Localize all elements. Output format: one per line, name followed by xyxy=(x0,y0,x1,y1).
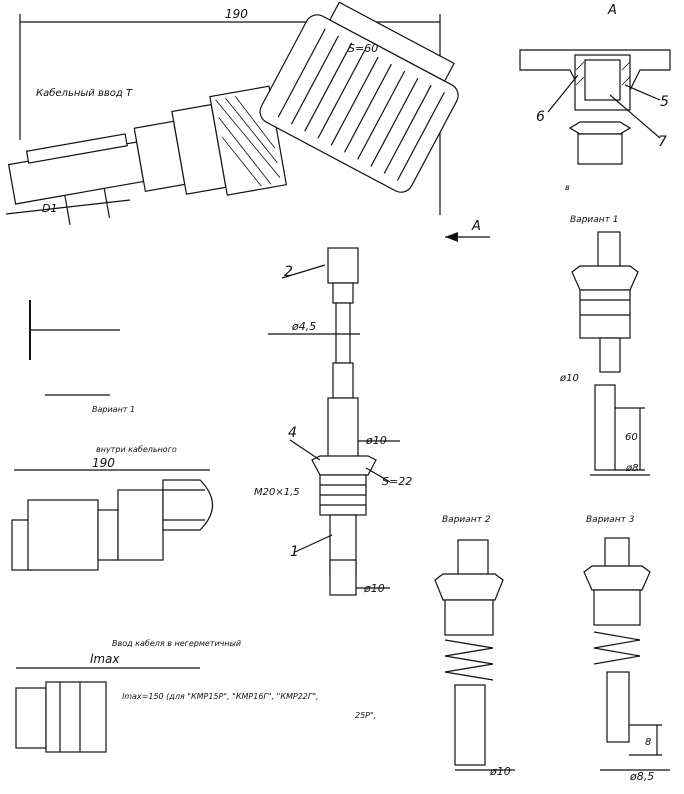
bottom-line1: lmax=150 (для "КМР15Р", "КМР16Г", "КМР22… xyxy=(122,692,319,701)
probe-thin-rod xyxy=(335,302,351,364)
dim-45: ø4,5 xyxy=(291,320,316,333)
callout-4-leader xyxy=(289,439,321,461)
probe-tip xyxy=(329,559,357,596)
bottom-left: Ввод кабеля в негерметичный lmax lmax=15… xyxy=(15,639,376,753)
bl-gland xyxy=(45,681,107,753)
view-a-label: А xyxy=(607,3,617,18)
view-arrow-label: А xyxy=(471,219,481,234)
v2-hex xyxy=(434,573,504,601)
view-a-nut xyxy=(568,121,632,135)
wrench-s60: S=60 xyxy=(348,42,378,55)
v3-dia: ø8,5 xyxy=(629,770,654,783)
left-mid-fragment: Вариант 1 внутри кабельного 190 xyxy=(14,300,210,471)
bottom-line2: 25Р", xyxy=(355,711,376,720)
view-arrow-head xyxy=(445,232,458,242)
v1-probe xyxy=(594,384,616,471)
wrench-s22: S=22 xyxy=(382,475,412,488)
la-gland xyxy=(27,499,99,571)
v1-dia2: ø8 xyxy=(625,463,638,474)
v3-top-rod xyxy=(604,537,630,571)
variant-1: Вариант 1 ø10 60 ø8 xyxy=(559,215,650,476)
left-assembly xyxy=(11,479,214,571)
callout-5: 5 xyxy=(660,94,669,110)
v3-spring xyxy=(593,631,641,665)
view-a-stem xyxy=(577,133,623,165)
v3-thread xyxy=(593,589,641,626)
callout-4: 4 xyxy=(288,425,297,441)
bottom-note: Ввод кабеля в негерметичный xyxy=(112,639,241,648)
d1-leader xyxy=(5,199,131,215)
variant-2: Вариант 2 ø10 xyxy=(434,515,515,778)
v2-spring xyxy=(444,639,494,681)
thread-m20: М20×1,5 xyxy=(254,487,300,498)
head-lid xyxy=(329,1,455,82)
callout-2: 2 xyxy=(284,264,293,280)
left-mid-note: Вариант 1 xyxy=(92,405,135,414)
variant-1-title: Вариант 1 xyxy=(570,215,618,225)
callout-2-leader xyxy=(281,264,326,279)
section-label: в xyxy=(565,183,570,192)
top-cable-note: Кабельный ввод Т xyxy=(36,87,133,99)
d1-label: D1 xyxy=(42,202,57,215)
callout-1: 1 xyxy=(290,544,299,560)
v2-thread xyxy=(444,599,494,636)
dim-lmax: lmax xyxy=(90,652,120,666)
la-dome xyxy=(162,479,214,531)
v2-dia: ø10 xyxy=(489,765,511,778)
v3-hex xyxy=(583,565,651,591)
callout-1-leader xyxy=(294,534,333,553)
head-ribs xyxy=(277,28,445,181)
top-assembly: 190 Кабельный ввод Т xyxy=(5,1,490,242)
probe-top-block xyxy=(327,247,359,284)
dim-190-mid: 190 xyxy=(92,456,115,470)
variant-3-title: Вариант 3 xyxy=(586,515,635,525)
callout-7: 7 xyxy=(658,134,667,150)
center-probe: ø4,5 ø10 М20×1,5 S=22 ø10 2 4 1 xyxy=(254,247,412,596)
v3-probe xyxy=(606,671,630,743)
terminal-head xyxy=(259,14,459,193)
left-mid-text2: внутри кабельного xyxy=(96,445,177,454)
variant-3: Вариант 3 8 ø8,5 xyxy=(583,515,670,783)
la-body xyxy=(117,489,164,561)
dim-10b: ø10 xyxy=(363,582,385,595)
probe-body xyxy=(327,397,359,459)
v1-hex xyxy=(571,265,639,291)
variant-2-title: Вариант 2 xyxy=(442,515,491,525)
v3-len: 8 xyxy=(645,737,651,748)
hex-nut-top xyxy=(25,133,128,164)
bl-cap xyxy=(15,687,47,749)
view-a-core xyxy=(584,59,621,101)
callout-6: 6 xyxy=(536,109,545,125)
v1-neck xyxy=(599,337,621,373)
dim-10a: ø10 xyxy=(365,434,387,447)
la-collar xyxy=(97,509,119,561)
v1-thread xyxy=(579,289,631,339)
v1-dia: ø10 xyxy=(559,373,579,384)
v1-len: 60 xyxy=(625,432,638,443)
view-a-detail: А 6 5 7 в xyxy=(519,3,671,192)
callout-7-leader xyxy=(609,94,661,139)
callout-5-leader xyxy=(624,84,661,101)
probe-hex xyxy=(311,455,377,476)
v2-probe xyxy=(454,684,486,766)
callout-6-leader xyxy=(547,74,579,113)
probe-neck xyxy=(332,282,354,304)
probe-mid xyxy=(332,362,354,399)
dim-190-top: 190 xyxy=(225,7,248,21)
v2-top-rod xyxy=(457,539,489,579)
wrench-s22-leader xyxy=(365,467,391,483)
